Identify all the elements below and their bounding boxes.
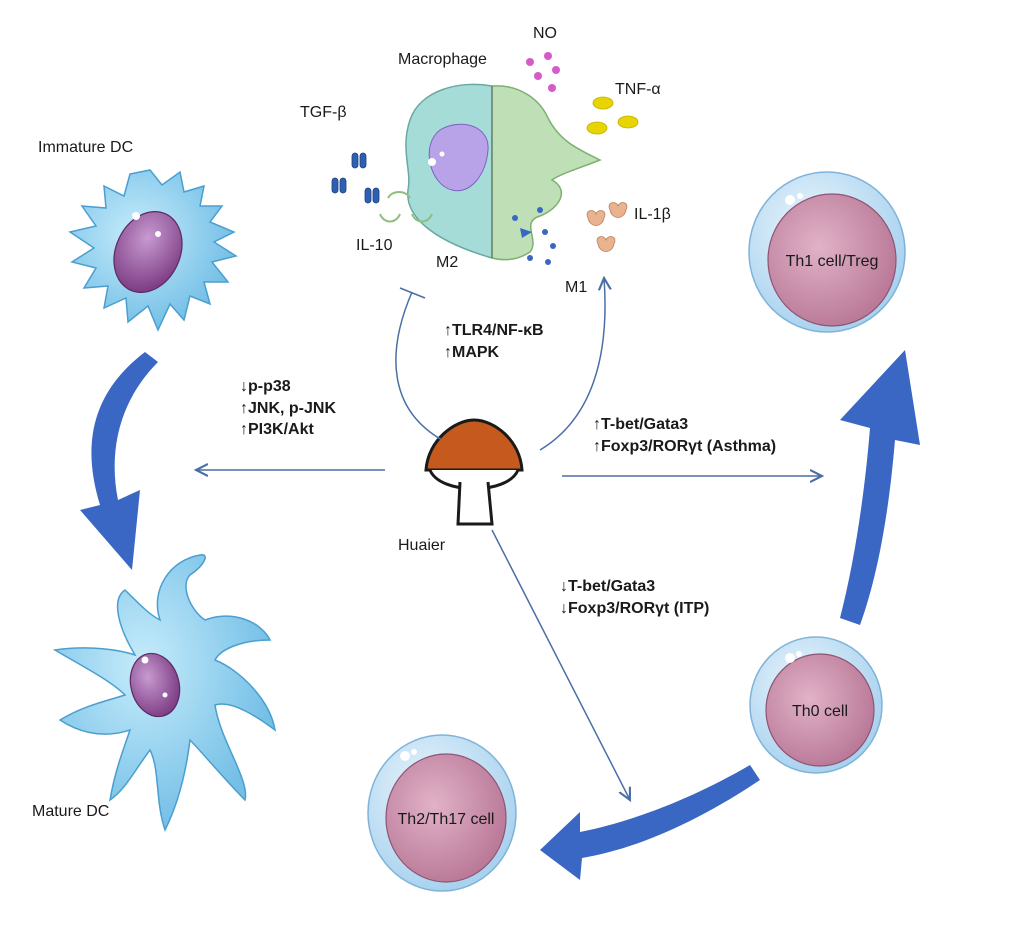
th1-treg-cell-icon xyxy=(748,171,906,333)
up-tcell-pathway-list: ↑T-bet/Gata3 ↑Foxp3/RORγt (Asthma) xyxy=(593,414,776,457)
no-label: NO xyxy=(533,25,557,42)
il1b-icon xyxy=(586,202,628,252)
receptor-icon xyxy=(331,152,380,204)
arrow-to-th2 xyxy=(491,529,630,800)
m1-particle-icon xyxy=(512,207,556,265)
mature-dc-label: Mature DC xyxy=(32,803,110,820)
th2-th17-label: Th2/Th17 cell xyxy=(397,811,495,828)
mature-dc-icon xyxy=(52,554,277,832)
m1-label: M1 xyxy=(565,279,588,296)
immature-dc-icon xyxy=(68,169,238,332)
arrow-to-m1 xyxy=(539,278,605,451)
up-tcell-pathway-item: ↑Foxp3/RORγt (Asthma) xyxy=(593,437,777,455)
up-tcell-pathway-item: ↑T-bet/Gata3 xyxy=(593,416,689,433)
big-arrow-th1-icon xyxy=(840,350,920,625)
dc-pathway-item: ↑JNK, p-JNK xyxy=(240,399,337,417)
th1-treg-label: Th1 cell/Treg xyxy=(785,253,879,270)
inhibit-bar xyxy=(399,287,426,299)
macrophage-pathway-item: ↑MAPK xyxy=(444,343,500,361)
th0-label: Th0 cell xyxy=(791,703,849,720)
down-tcell-pathway-list: ↓T-bet/Gata3 ↓Foxp3/RORγt (ITP) xyxy=(560,576,709,619)
tnf-label: TNF-α xyxy=(615,81,661,98)
tnf-particle-icon xyxy=(586,96,639,135)
mushroom-icon xyxy=(424,418,524,526)
macrophage-pathway-list: ↑TLR4/NF-κB ↑MAPK xyxy=(444,320,544,363)
big-arrow-th2-icon xyxy=(540,765,760,880)
down-tcell-pathway-item: ↓T-bet/Gata3 xyxy=(560,578,656,595)
th2-th17-cell-icon xyxy=(367,734,517,892)
il10-label: IL-10 xyxy=(356,237,393,254)
huaier-label: Huaier xyxy=(398,537,446,554)
il1b-label: IL-1β xyxy=(634,206,671,223)
th0-cell-icon xyxy=(749,636,883,774)
inhibit-m2 xyxy=(395,291,443,441)
immature-dc-label: Immature DC xyxy=(38,139,134,156)
dc-pathway-list: ↓p-p38 ↑JNK, p-JNK ↑PI3K/Akt xyxy=(240,376,336,441)
down-tcell-pathway-item: ↓Foxp3/RORγt (ITP) xyxy=(560,599,710,617)
il10-icon xyxy=(379,191,433,223)
dc-pathway-item: ↑PI3K/Akt xyxy=(240,421,314,439)
no-particle-icon xyxy=(526,52,560,92)
tgf-label: TGF-β xyxy=(300,104,347,121)
macrophage-pathway-item: ↑TLR4/NF-κB xyxy=(444,322,544,339)
big-arrow-dc-icon xyxy=(80,352,158,570)
macrophage-icon xyxy=(405,83,602,261)
m2-label: M2 xyxy=(436,254,459,271)
dc-pathway-item: ↓p-p38 xyxy=(240,378,291,395)
macrophage-label: Macrophage xyxy=(398,51,487,68)
